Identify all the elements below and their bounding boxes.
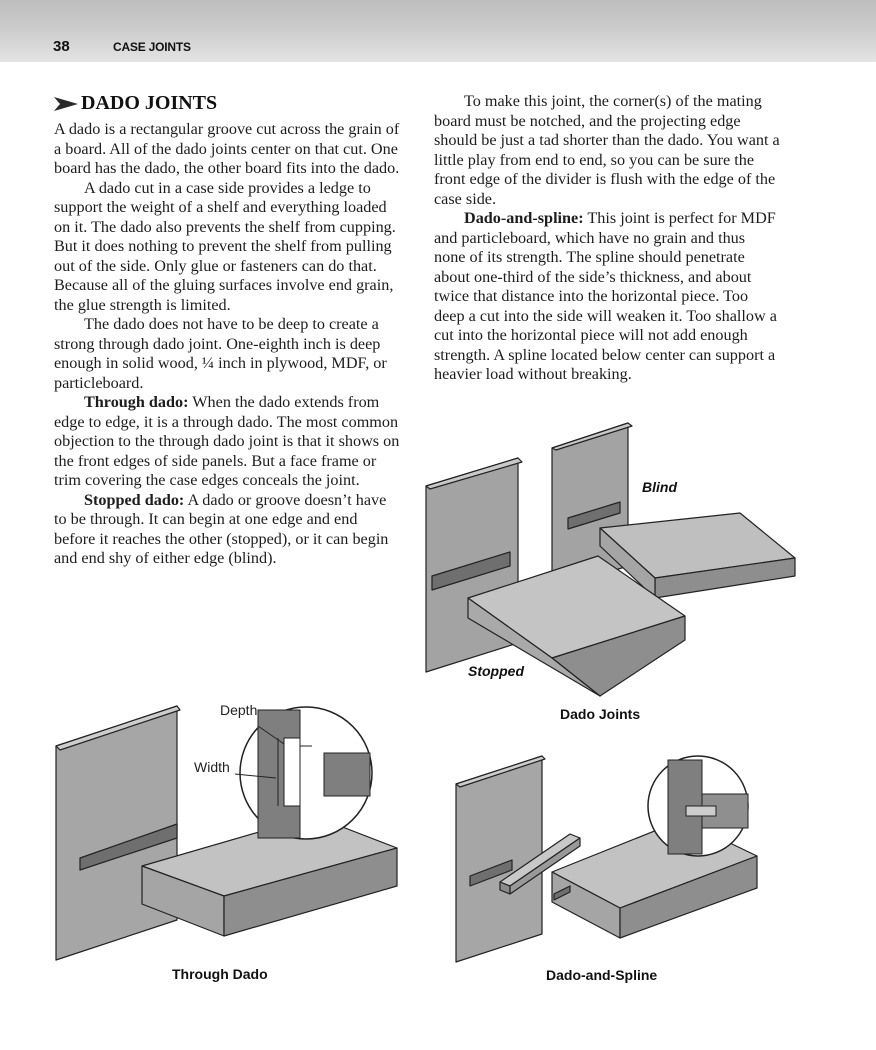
- page-header: 38 CASE JOINTS: [0, 0, 876, 62]
- paragraph: The dado does not have to be deep to cre…: [54, 315, 387, 392]
- through-dado-illustration: Depth Width: [55, 702, 398, 961]
- paragraph: Stopped dado: A dado or groove doesn’t h…: [54, 491, 400, 569]
- paragraph: Dado-and-spline: This joint is perfect f…: [434, 209, 780, 385]
- stopped-label: Stopped: [468, 663, 524, 679]
- arrow-bullet-icon: [54, 96, 78, 111]
- blind-label: Blind: [642, 479, 677, 495]
- paragraph-text: When the dado extends from edge to edge,…: [54, 393, 400, 489]
- paragraph: Through dado: When the dado extends from…: [54, 393, 400, 491]
- width-label: Width: [194, 759, 230, 775]
- paragraph: A dado is a rectangular groove cut acros…: [54, 120, 400, 177]
- right-column: To make this joint, the corner(s) of the…: [434, 92, 780, 385]
- section-title: DADO JOINTS: [81, 92, 218, 114]
- dado-joints-caption: Dado Joints: [560, 706, 641, 722]
- paragraph-text: This joint is perfect for MDF and partic…: [434, 209, 777, 383]
- section-heading: DADO JOINTS: [54, 92, 217, 115]
- paragraph: A dado cut in a case side provides a led…: [54, 178, 396, 314]
- dado-spline-caption: Dado-and-Spline: [546, 967, 658, 983]
- page-number: 38: [53, 38, 70, 55]
- paragraph: To make this joint, the corner(s) of the…: [434, 92, 780, 208]
- through-dado-caption: Through Dado: [172, 966, 268, 982]
- left-column: A dado is a rectangular groove cut acros…: [54, 120, 400, 569]
- dado-joints-illustration: Blind Stopped: [425, 422, 796, 697]
- run-in-heading: Stopped dado:: [84, 490, 185, 509]
- paragraph-text: A dado or groove doesn’t have to be thro…: [54, 490, 389, 568]
- depth-label: Depth: [220, 702, 257, 718]
- dado-spline-illustration: [455, 755, 758, 963]
- running-head: CASE JOINTS: [113, 40, 191, 54]
- run-in-heading: Through dado:: [84, 393, 189, 411]
- run-in-heading: Dado-and-spline:: [464, 209, 584, 227]
